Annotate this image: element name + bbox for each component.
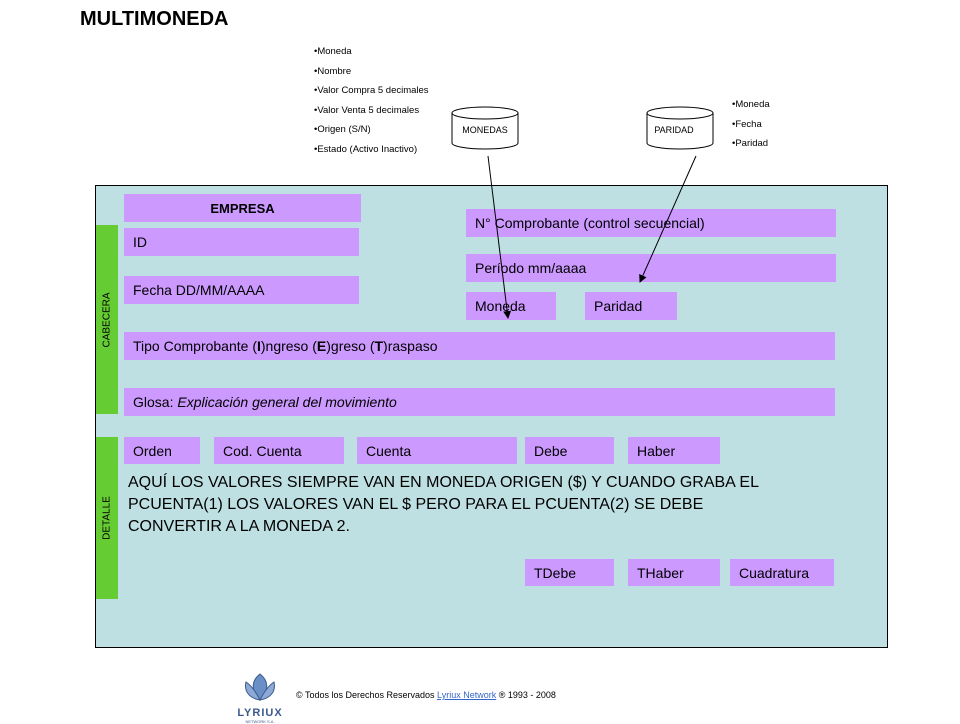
footer-text: ® 1993 - 2008 bbox=[496, 690, 556, 700]
cuadratura: Cuadratura bbox=[730, 559, 834, 586]
logo-text: LYRIUX bbox=[237, 707, 283, 719]
column-cuenta: Cuenta bbox=[357, 437, 517, 464]
monedas-field: Estado (Activo Inactivo) bbox=[314, 140, 429, 160]
cabecera-label: CABECERA bbox=[101, 291, 113, 348]
paridad-field: Fecha bbox=[732, 115, 770, 135]
lyriux-logo: LYRIUX NETWORK S.A. bbox=[228, 672, 292, 724]
tipo-comprobante-box: Tipo Comprobante (I)ngreso (E)greso (T)r… bbox=[124, 332, 835, 360]
footer-text: © Todos los Derechos Reservados bbox=[296, 690, 438, 700]
column-debe: Debe bbox=[525, 437, 614, 464]
moneda-box: Moneda bbox=[466, 292, 556, 320]
comprobante-box: N° Comprobante (control secuencial) bbox=[466, 209, 836, 237]
tipo-text: )ngreso ( bbox=[260, 338, 317, 354]
tipo-text: )raspaso bbox=[383, 338, 438, 354]
page-title: MULTIMONEDA bbox=[80, 8, 229, 30]
column-haber: Haber bbox=[628, 437, 720, 464]
monedas-field: Moneda bbox=[314, 42, 429, 62]
tipo-key-e: E bbox=[316, 338, 327, 354]
glosa-text: Explicación general del movimiento bbox=[177, 394, 397, 410]
tipo-text: )greso ( bbox=[326, 338, 375, 354]
cabecera-section: CABECERA bbox=[96, 225, 118, 414]
tipo-text: Tipo Comprobante ( bbox=[133, 338, 257, 354]
total-haber: THaber bbox=[628, 559, 720, 586]
fecha-box: Fecha DD/MM/AAAA bbox=[124, 276, 359, 304]
monedas-table: MONEDAS bbox=[451, 106, 519, 155]
monedas-fields-list: Moneda Nombre Valor Compra 5 decimales V… bbox=[314, 42, 429, 160]
database-icon bbox=[646, 106, 714, 150]
column-cod-cuenta: Cod. Cuenta bbox=[214, 437, 344, 464]
tipo-key-t: T bbox=[374, 338, 384, 354]
periodo-box: Período mm/aaaa bbox=[466, 254, 836, 282]
glosa-box: Glosa: Explicación general del movimient… bbox=[124, 388, 835, 416]
database-icon bbox=[451, 106, 519, 150]
glosa-label: Glosa: bbox=[133, 394, 174, 410]
monedas-field: Valor Venta 5 decimales bbox=[314, 101, 429, 121]
paridad-box: Paridad bbox=[585, 292, 677, 320]
monedas-field: Valor Compra 5 decimales bbox=[314, 81, 428, 101]
paridad-field: Moneda bbox=[732, 95, 769, 115]
monedas-field: Nombre bbox=[314, 62, 429, 82]
tipo-key-i: I bbox=[256, 338, 261, 354]
monedas-table-label: MONEDAS bbox=[462, 125, 508, 135]
paridad-fields-list: Moneda Fecha Paridad bbox=[732, 95, 770, 154]
logo-icon bbox=[245, 673, 275, 701]
detail-note: AQUÍ LOS VALORES SIEMPRE VAN EN MONEDA O… bbox=[128, 474, 759, 535]
paridad-field: Paridad bbox=[732, 134, 770, 154]
id-box: ID bbox=[124, 228, 359, 256]
detalle-section: DETALLE bbox=[96, 437, 118, 599]
footer-copyright: © Todos los Derechos Reservados Lyriux N… bbox=[296, 690, 556, 700]
footer-link[interactable]: Lyriux Network bbox=[437, 690, 497, 700]
column-orden: Orden bbox=[124, 437, 200, 464]
monedas-field: Origen (S/N) bbox=[314, 120, 429, 140]
total-debe: TDebe bbox=[525, 559, 614, 586]
detalle-label: DETALLE bbox=[101, 496, 113, 540]
empresa-box: EMPRESA bbox=[124, 194, 361, 222]
paridad-table: PARIDAD bbox=[646, 106, 714, 155]
paridad-table-label: PARIDAD bbox=[654, 125, 694, 135]
